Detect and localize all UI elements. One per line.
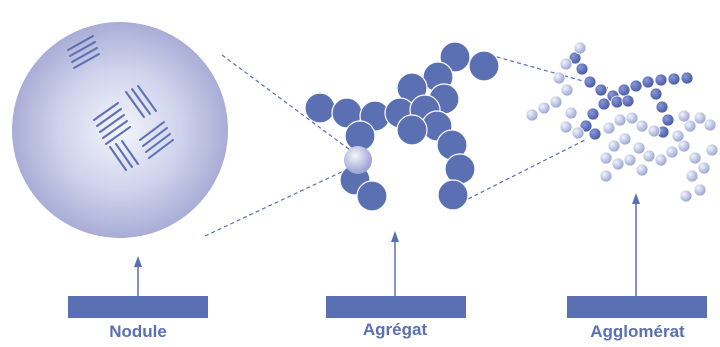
nodule-sphere bbox=[12, 22, 228, 238]
agglomerat-label-bar bbox=[567, 296, 707, 318]
nodule-label-bar bbox=[68, 296, 208, 318]
agglomerat-light-particles bbox=[525, 41, 719, 203]
agglomerat-label: Agglomérat bbox=[590, 322, 685, 341]
nodule-arrow-head bbox=[134, 256, 142, 267]
connector-nodule-bottom bbox=[204, 167, 351, 237]
arrows bbox=[134, 193, 640, 296]
agregat-label: Agrégat bbox=[362, 320, 428, 339]
agregat-particles bbox=[304, 41, 500, 212]
agregat-arrow-head bbox=[391, 231, 399, 242]
connector-lines bbox=[204, 54, 609, 237]
nodule-label: Nodule bbox=[109, 322, 167, 341]
agglomerat-dark-particles bbox=[568, 51, 694, 141]
nodule-crystal-marks bbox=[67, 35, 174, 171]
agglomerat-arrow-head bbox=[632, 193, 640, 204]
connector-agregat-bottom bbox=[461, 139, 586, 203]
connector-nodule-top bbox=[221, 54, 351, 151]
agregat-highlight-particle bbox=[344, 146, 372, 174]
agregat-label-bar bbox=[326, 296, 466, 318]
